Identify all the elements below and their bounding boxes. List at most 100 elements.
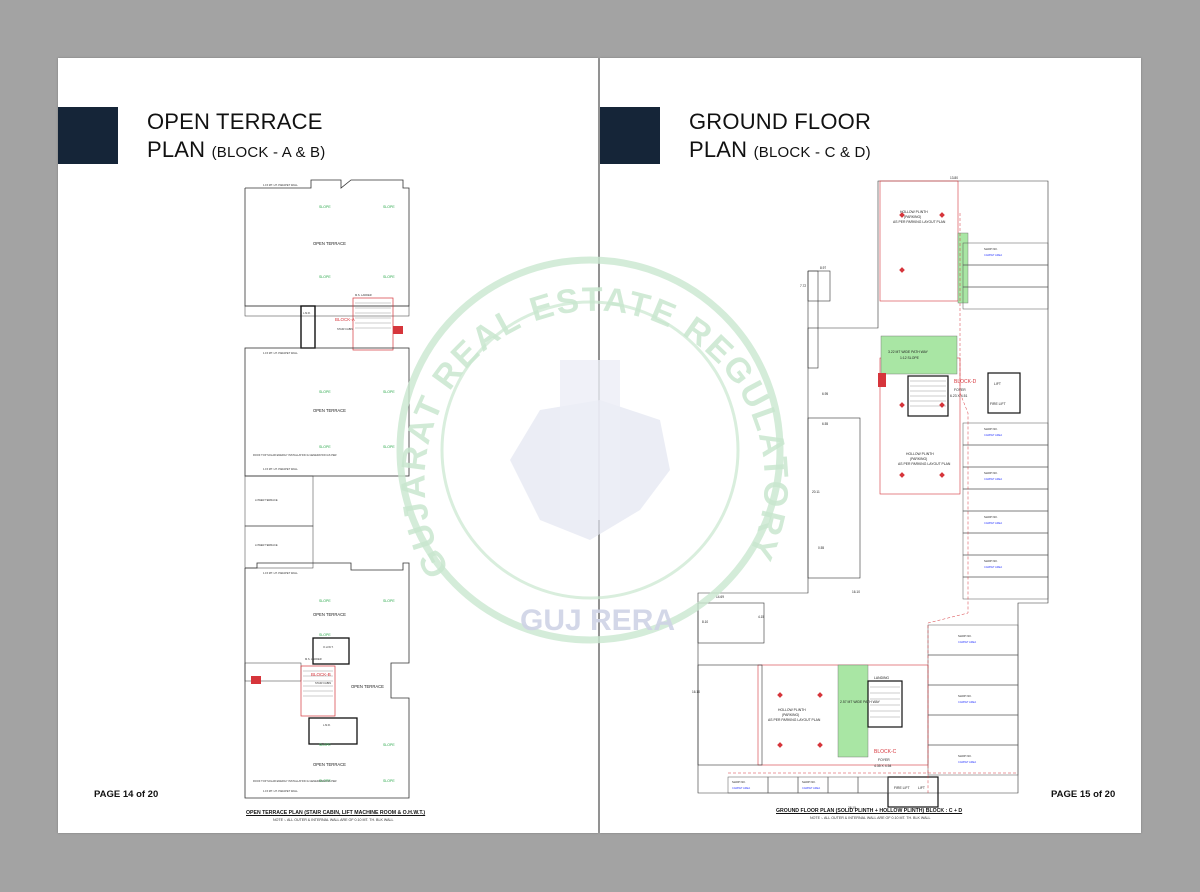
svg-text:SHOP NO.: SHOP NO. [984,427,998,431]
terrace-floor-plan: SLOPE SLOPE SLOPE SLOPE SLOPE SLOPE SLOPE SL… [243,178,443,808]
svg-text:HOLLOW PLINTH: HOLLOW PLINTH [906,452,934,456]
svg-text:LIFT: LIFT [994,382,1001,386]
svg-text:SLOPE: SLOPE [319,445,331,449]
svg-text:SLOPE: SLOPE [383,205,395,209]
title-line-1: OPEN TERRACE [147,109,323,134]
page-title: OPEN TERRACE PLAN (BLOCK - A & B) [147,108,325,167]
label-open-terrace-3: OPEN TERRACE [313,612,346,617]
svg-text:1.15 MT. HT. PARAPET WALL: 1.15 MT. HT. PARAPET WALL [263,467,298,471]
title-accent-bar [600,107,660,164]
svg-text:16.10: 16.10 [692,690,700,694]
svg-text:4.35 X 4.54: 4.35 X 4.54 [874,764,891,768]
ground-floor-note: NOTE :- ALL OUTER & INTERNAL WALL ARE OF… [810,816,931,820]
svg-text:1.15 MT. HT. PARAPET WALL: 1.15 MT. HT. PARAPET WALL [263,789,298,793]
svg-text:SLOPE: SLOPE [383,779,395,783]
svg-text:LIFT: LIFT [918,786,925,790]
svg-text:SHOP NO.: SHOP NO. [802,780,816,784]
label-open-terrace-4: OPEN TERRACE [351,684,384,689]
svg-text:SLOPE: SLOPE [383,390,395,394]
svg-text:SLOPE: SLOPE [383,599,395,603]
svg-text:SLOPE: SLOPE [319,599,331,603]
svg-text:AS PER PARKING LAYOUT PLAN: AS PER PARKING LAYOUT PLAN [768,718,821,722]
svg-text:20.11: 20.11 [812,490,820,494]
svg-text:7.72: 7.72 [800,284,806,288]
title-line-2: PLAN [147,137,206,162]
svg-text:16.10: 16.10 [852,590,860,594]
svg-text:M.S. LADDER: M.S. LADDER [305,657,322,661]
svg-text:3.22 MT WIDE PATH WAY: 3.22 MT WIDE PATH WAY [888,350,929,354]
title-line-2: PLAN [689,137,748,162]
svg-text:L.M.R.: L.M.R. [323,723,331,727]
svg-text:6.55: 6.55 [822,422,828,426]
svg-text:0.55: 0.55 [818,546,824,550]
svg-text:13.80: 13.80 [950,176,958,180]
label-block-c: BLOCK-C [874,749,897,755]
svg-text:L.M.R.: L.M.R. [303,311,311,315]
svg-text:SHOP NO.: SHOP NO. [732,780,746,784]
svg-text:SLOPE: SLOPE [319,205,331,209]
svg-text:6.23 X 4.51: 6.23 X 4.51 [950,394,967,398]
label-open-terrace-2: OPEN TERRACE [313,408,346,413]
svg-text:(PARKING): (PARKING) [910,457,927,461]
svg-text:SLOPE: SLOPE [319,633,331,637]
svg-text:(PARKING): (PARKING) [782,713,799,717]
svg-text:SHOP NO.: SHOP NO. [984,471,998,475]
svg-text:SHOP NO.: SHOP NO. [958,754,972,758]
svg-text:SHOP NO.: SHOP NO. [958,694,972,698]
svg-text:8.10: 8.10 [702,620,708,624]
terrace-plan-caption: OPEN TERRACE PLAN (STAIR CABIN, LIFT MAC… [246,810,426,816]
svg-text:AS PER PARKING LAYOUT PLAN: AS PER PARKING LAYOUT PLAN [898,462,951,466]
page-number-15: PAGE 15 of 20 [1051,789,1116,800]
page-title: GROUND FLOOR PLAN (BLOCK - C & D) [689,108,871,167]
title-line-1: GROUND FLOOR [689,109,872,134]
svg-text:1.15 MT. HT. PARAPET WALL: 1.15 MT. HT. PARAPET WALL [263,183,298,187]
page-number-14: PAGE 14 of 20 [94,789,159,800]
svg-text:O.H.W.T.: O.H.W.T. [323,645,334,649]
svg-text:SHOP NO.: SHOP NO. [958,634,972,638]
ground-floor-plan: CARPET AREA CARPET AREA CARPET AREA CARP… [688,173,1058,813]
label-block-d: BLOCK-D [954,379,977,385]
svg-text:M.S. LADDER: M.S. LADDER [355,293,372,297]
svg-text:28.15: 28.15 [848,806,856,810]
svg-text:6.95: 6.95 [822,392,828,396]
page-14: OPEN TERRACE PLAN (BLOCK - A & B) [58,58,598,833]
svg-text:CARPET AREA: CARPET AREA [958,700,976,704]
svg-text:1.15 MT. HT. PARAPET WALL: 1.15 MT. HT. PARAPET WALL [263,571,298,575]
svg-text:CARPET AREA: CARPET AREA [802,786,820,790]
svg-text:SHOP NO.: SHOP NO. [984,559,998,563]
svg-text:CARPET AREA: CARPET AREA [984,521,1002,525]
svg-text:SLOPE: SLOPE [319,275,331,279]
svg-text:ROOF TOP SOLAR ENERGY INSTALLA: ROOF TOP SOLAR ENERGY INSTALLATION & GEN… [253,779,337,783]
title-subtitle: (BLOCK - A & B) [211,144,326,161]
svg-text:14.69: 14.69 [716,595,724,599]
svg-text:SLOPE: SLOPE [319,390,331,394]
svg-text:CARPET AREA: CARPET AREA [984,253,1002,257]
svg-text:SLOPE: SLOPE [383,445,395,449]
svg-text:(PARKING): (PARKING) [904,215,921,219]
label-open-terrace-5: OPEN TERRACE [313,762,346,767]
title-subtitle: (BLOCK - C & D) [753,144,871,161]
svg-text:LOWER TERRACE: LOWER TERRACE [255,543,278,547]
svg-text:ROOF TOP SOLAR ENERGY INSTALLA: ROOF TOP SOLAR ENERGY INSTALLATION & GEN… [253,453,337,457]
svg-text:SLOPE: SLOPE [383,743,395,747]
svg-text:SHOP NO.: SHOP NO. [984,247,998,251]
svg-text:CARPET AREA: CARPET AREA [958,640,976,644]
svg-text:FOYER: FOYER [954,388,966,392]
svg-text:HOLLOW PLINTH: HOLLOW PLINTH [900,210,928,214]
svg-text:FOYER: FOYER [878,758,890,762]
svg-text:2.57 MT WIDE PATH WAY: 2.57 MT WIDE PATH WAY [840,700,881,704]
svg-text:FIRE LIFT: FIRE LIFT [990,402,1006,406]
title-accent-bar [58,107,118,164]
svg-text:4.15: 4.15 [758,615,764,619]
svg-text:SLOPE: SLOPE [383,275,395,279]
svg-text:STAIR CABIN: STAIR CABIN [315,681,331,685]
svg-text:1.15 MT. HT. PARAPET WALL: 1.15 MT. HT. PARAPET WALL [263,351,298,355]
svg-text:AS PER PARKING LAYOUT PLAN: AS PER PARKING LAYOUT PLAN [893,220,946,224]
svg-text:1:12 SLOPE: 1:12 SLOPE [900,356,920,360]
svg-text:SLOPE: SLOPE [319,779,331,783]
label-block-b: BLOCK-B [311,672,331,677]
label-open-terrace-1: OPEN TERRACE [313,241,346,246]
svg-text:CARPET AREA: CARPET AREA [732,786,750,790]
svg-text:LOWER TERRACE: LOWER TERRACE [255,498,278,502]
svg-text:CARPET AREA: CARPET AREA [958,760,976,764]
